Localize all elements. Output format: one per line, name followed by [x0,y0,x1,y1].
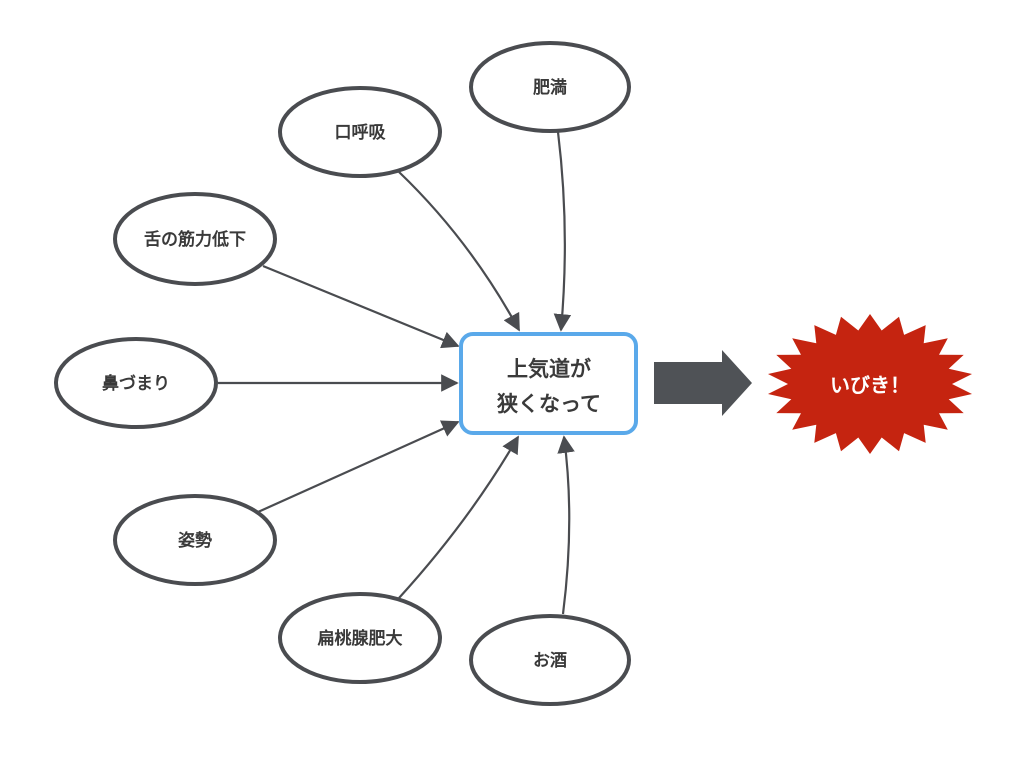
cause-node-shita: 舌の筋力低下 [113,192,277,286]
center-line-2: 狭くなって [496,392,601,416]
cause-node-shisei: 姿勢 [113,494,277,586]
burst-shape [768,314,972,454]
cause-label: 肥満 [533,77,567,98]
cause-label: 扁桃腺肥大 [318,628,403,649]
arrow-kokyu [398,171,520,332]
cause-label: 口呼吸 [335,123,387,143]
result-burst: いびき！ [768,314,972,454]
big-arrow [654,350,752,416]
arrow-shita [262,264,460,349]
connector-arrows [218,131,575,615]
center-node: 上気道が 狭くなって [459,332,638,435]
cause-label: お酒 [533,650,567,671]
arrow-hento [398,435,519,599]
cause-node-hana: 鼻づまり [54,337,218,429]
cause-node-osake: お酒 [469,614,631,706]
cause-label: 姿勢 [178,530,212,551]
cause-label: 鼻づまり [102,373,170,394]
cause-node-kokyu: 口呼吸 [278,86,442,178]
arrow-osake [557,435,575,615]
arrow-himan [553,131,572,332]
center-line-1: 上気道が [507,357,591,381]
arrow-shisei [257,420,460,514]
result-label: いびき！ [830,373,910,397]
cause-label: 舌の筋力低下 [144,229,246,250]
cause-node-hento: 扁桃腺肥大 [278,592,442,684]
cause-node-himan: 肥満 [469,41,631,133]
